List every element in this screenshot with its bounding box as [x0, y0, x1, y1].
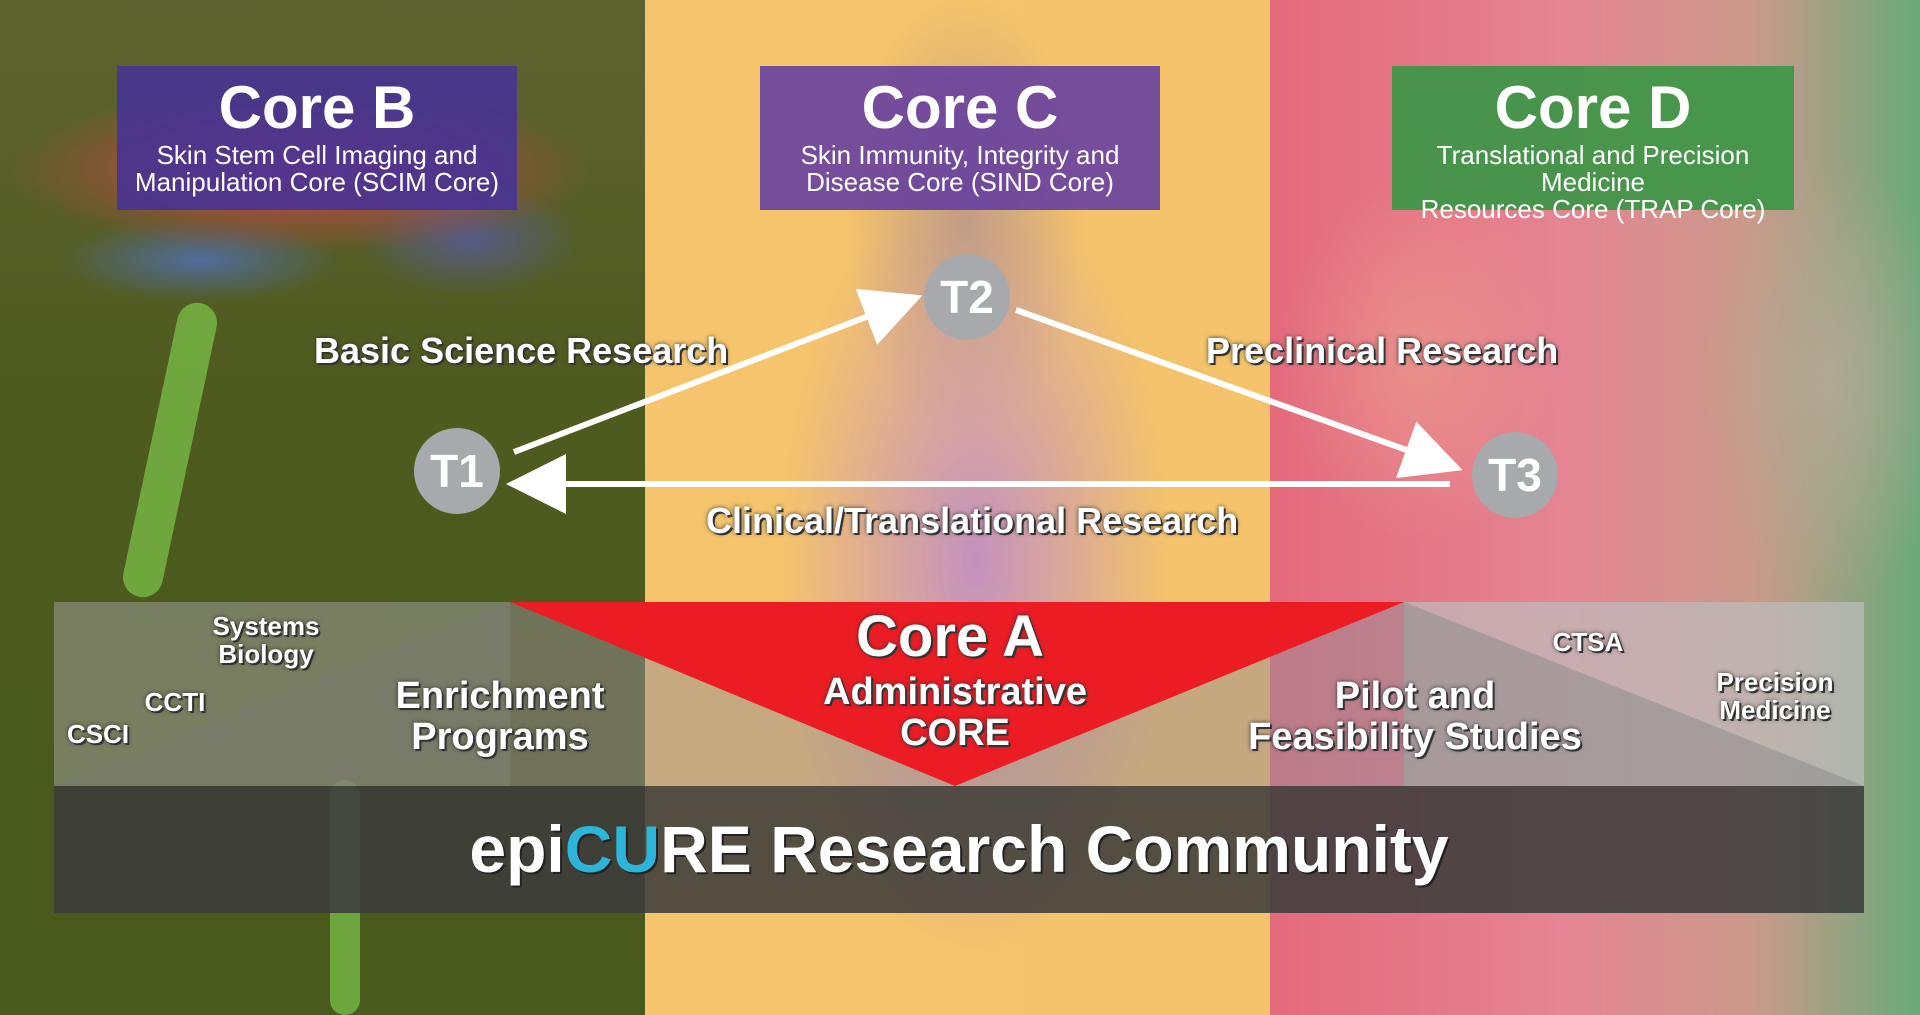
core-b-title: Core B: [218, 74, 416, 141]
precision-line2: Medicine: [1719, 695, 1831, 726]
core-a-subtitle-line1: Administrative: [823, 671, 1087, 713]
pilot-line2: Feasibility Studies: [1248, 716, 1582, 759]
community-title-highlight: CU: [564, 812, 661, 886]
enrichment-line1: Enrichment: [395, 675, 605, 717]
core-d-subtitle-line1: Translational and Precision Medicine: [1436, 140, 1750, 197]
systems-biology-line1: Systems: [212, 611, 320, 641]
core-c-subtitle-line1: Skin Immunity, Integrity and: [800, 140, 1120, 170]
core-d-box: Core D Translational and Precision Medic…: [1392, 66, 1794, 223]
enrichment-programs-label: Enrichment Programs: [385, 675, 615, 759]
community-title: epiCURE Research Community: [54, 786, 1864, 913]
core-b-box: Core B Skin Stem Cell Imaging and Manipu…: [117, 66, 517, 210]
pilot-feasibility-label: Pilot and Feasibility Studies: [1240, 675, 1590, 759]
csci-label: CSCI: [66, 719, 130, 749]
core-b-subtitle-line2: Manipulation Core (SCIM Core): [134, 167, 500, 197]
left-band-wedge: [54, 602, 510, 786]
ctsa-label: CTSA: [1552, 627, 1624, 657]
core-a-triangle: [510, 602, 1404, 786]
node-t2: T2: [924, 254, 1010, 340]
pilot-line1: Pilot and: [1334, 675, 1496, 717]
ccti-label: CCTI: [144, 687, 206, 717]
node-t3: T3: [1472, 432, 1558, 518]
community-bar: epiCURE Research Community: [54, 786, 1864, 913]
basic-science-label: Basic Science Research: [314, 330, 729, 371]
arrow-t2-to-t3: [1014, 307, 1463, 479]
core-b-subtitle-line1: Skin Stem Cell Imaging and: [156, 140, 478, 170]
preclinical-label: Preclinical Research: [1206, 330, 1559, 371]
node-t1: T1: [414, 428, 500, 514]
core-c-subtitle-line2: Disease Core (SIND Core): [806, 167, 1114, 197]
arrow-t1-to-t2: [512, 288, 923, 455]
precision-medicine-label: Precision Medicine: [1710, 668, 1840, 724]
core-a-subtitle: Administrative CORE: [790, 671, 1120, 755]
enrichment-line2: Programs: [411, 716, 589, 759]
core-a-title: Core A: [856, 604, 1044, 669]
right-band-wedge: [1404, 602, 1864, 786]
community-title-suffix: RE Research Community: [660, 812, 1449, 886]
systems-biology-label: Systems Biology: [206, 612, 326, 668]
precision-line1: Precision: [1716, 667, 1834, 697]
core-d-subtitle-line2: Resources Core (TRAP Core): [1420, 194, 1766, 224]
clinical-translational-label: Clinical/Translational Research: [706, 500, 1239, 541]
core-c-title: Core C: [861, 74, 1059, 141]
core-c-box: Core C Skin Immunity, Integrity and Dise…: [760, 66, 1160, 210]
systems-biology-line2: Biology: [218, 639, 314, 670]
core-d-title: Core D: [1494, 74, 1692, 141]
core-a-subtitle-line2: CORE: [900, 712, 1010, 755]
community-title-prefix: epi: [469, 812, 565, 886]
